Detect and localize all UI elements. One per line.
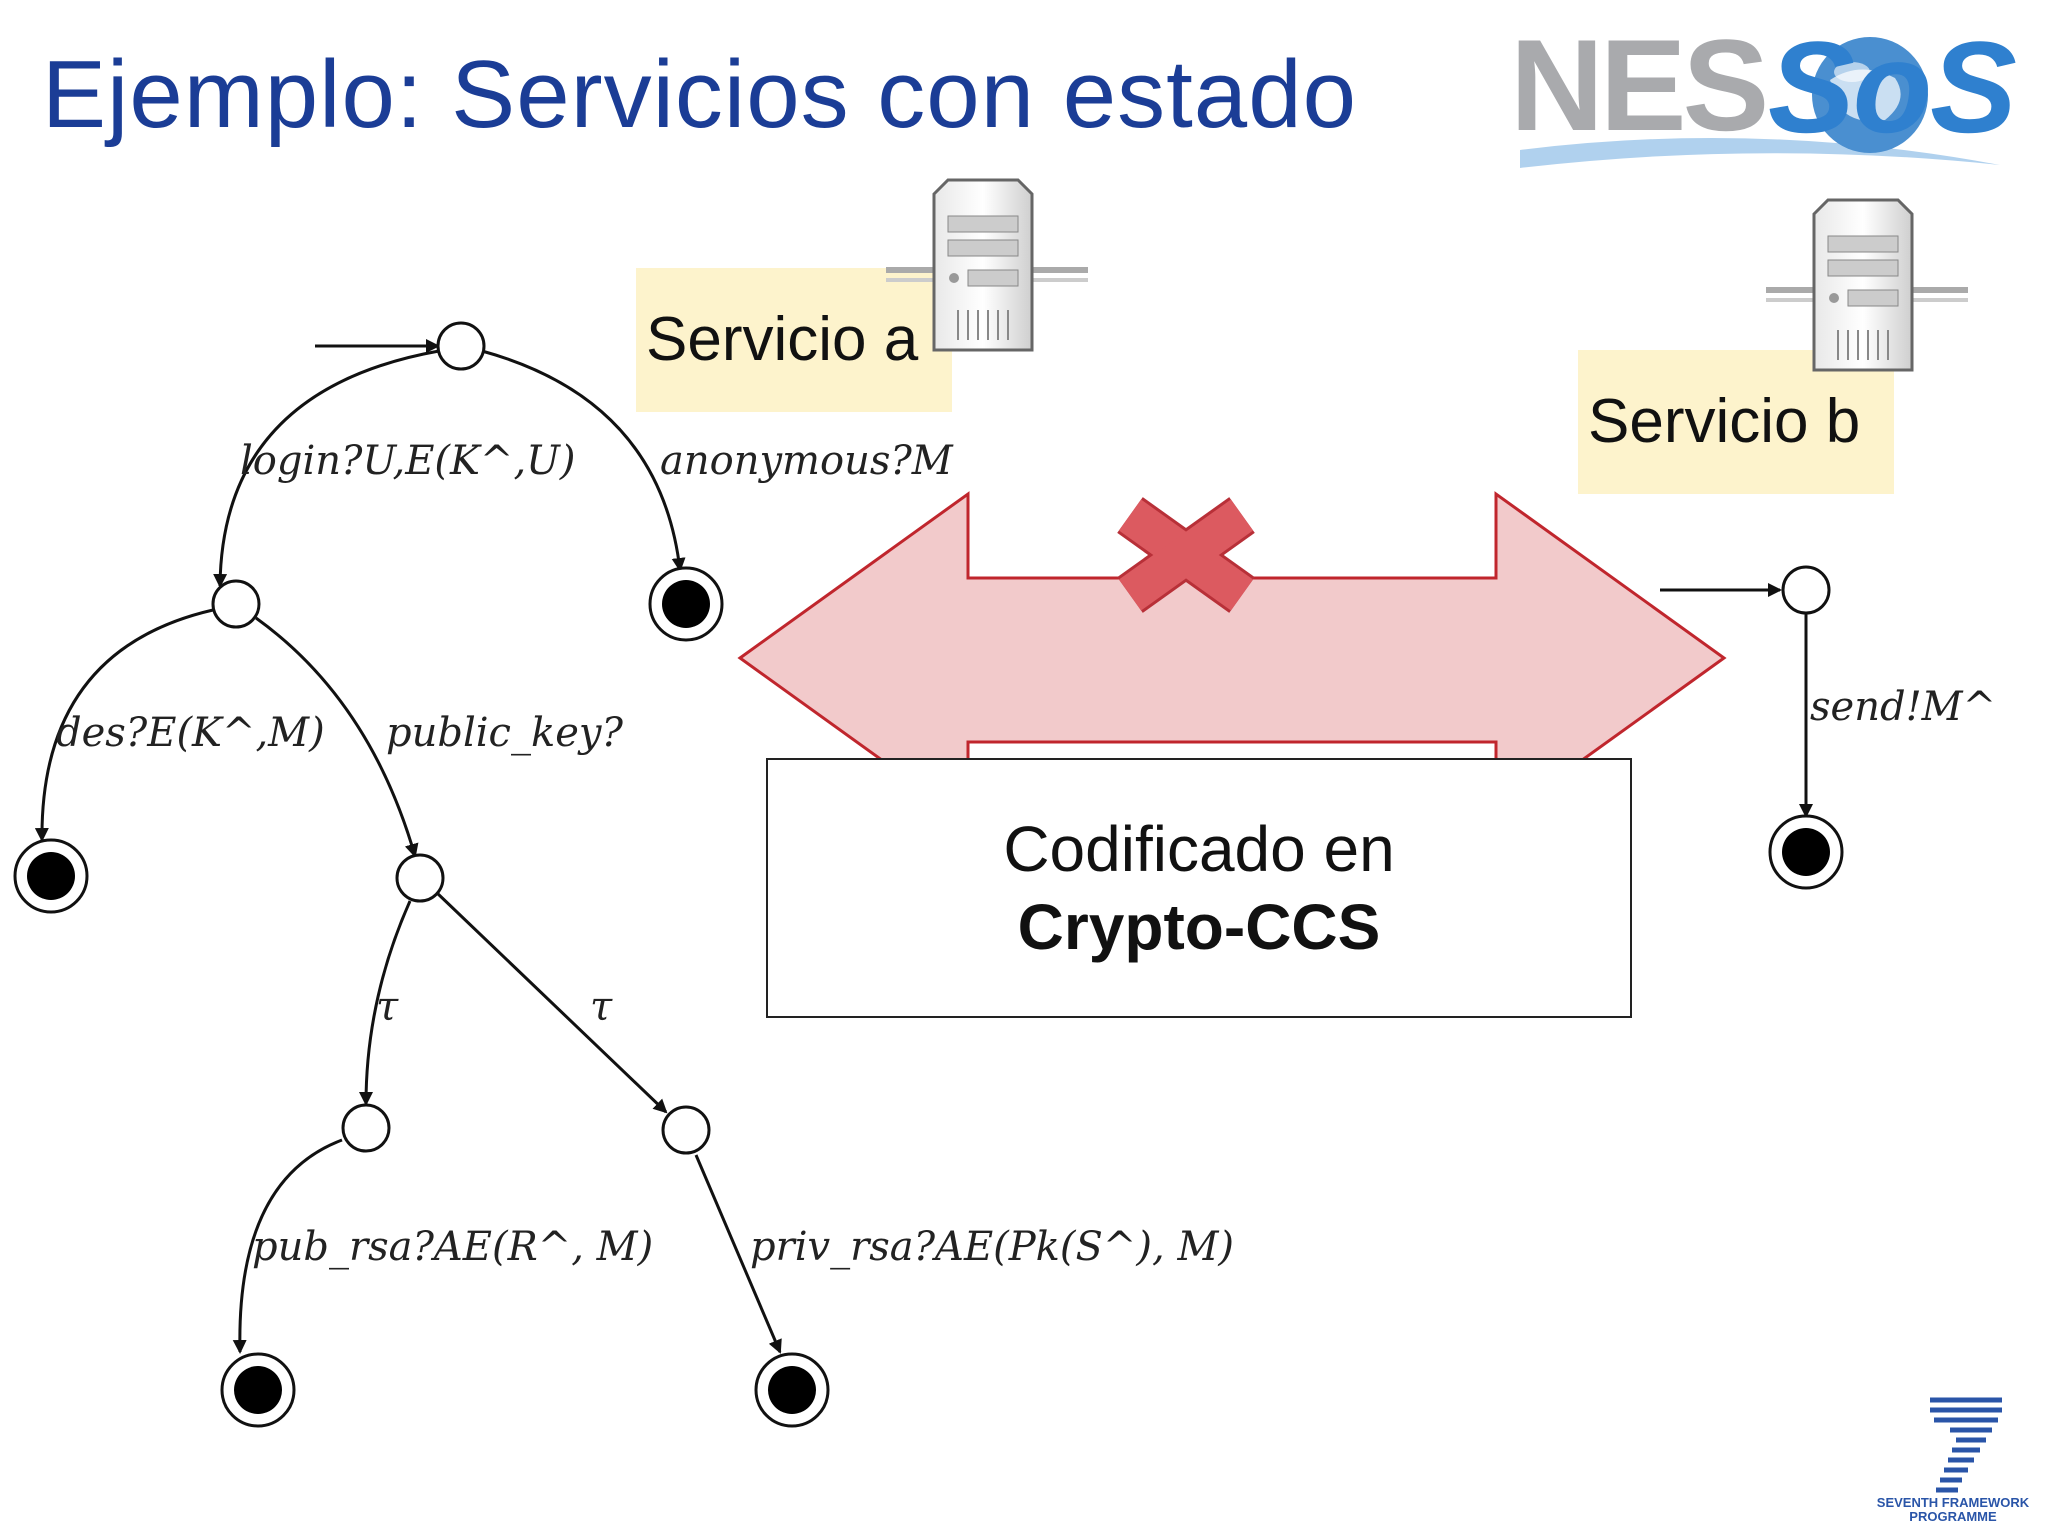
server-icon [886,178,1088,352]
fp7-logo-text: SEVENTH FRAMEWORK PROGRAMME [1868,1496,2038,1524]
state-tau-right [661,1105,711,1155]
service-a-text: Servicio a [646,305,919,374]
final-state-anonymous [648,566,724,642]
edge-tau-left [359,900,412,1106]
edge-tau-right [434,890,668,1114]
fp7-logo [1930,1397,2002,1493]
label-tau-right: τ [590,984,613,1030]
label-anonymous: anonymous?M [660,438,954,484]
codification-line1: Codificado en [1003,813,1395,885]
final-state-send [1768,814,1844,890]
label-pub-rsa: pub_rsa?AE(R^, M) [252,1224,653,1270]
edge-pub-rsa [232,1138,343,1354]
state-after-login [211,579,261,629]
label-tau-left: τ [376,984,399,1030]
cross-icon [1117,497,1255,613]
label-priv-rsa: priv_rsa?AE(Pk(S^), M) [750,1224,1234,1270]
state-initial [436,321,486,371]
logo-swoosh [1520,37,2000,168]
state-initial-b [1781,565,1831,615]
edge-des [34,608,214,842]
codification-line2: Crypto-CCS [1017,891,1381,963]
edge-public-key [255,616,419,858]
fp7-line2: PROGRAMME [1909,1509,1997,1524]
label-send: send!M^ [1810,684,1996,730]
final-state-priv-rsa [754,1352,830,1428]
service-b-label: Servicio b [1578,350,1894,494]
codification-box: Codificado en Crypto-CCS [766,758,1632,1018]
page-title: Ejemplo: Servicios con estado [42,41,1357,148]
label-public-key: public_key? [386,710,623,756]
fp7-line1: SEVENTH FRAMEWORK [1876,1495,2030,1510]
service-b-text: Servicio b [1588,387,1861,456]
label-login: login?U,E(K^,U) [240,438,575,484]
service-a-label: Servicio a [636,268,952,412]
logo-text-sos: SoS [1768,14,2017,160]
server-icon [1766,198,1968,372]
edge-login [213,349,440,588]
state-after-public-key [395,853,445,903]
state-tau-left [341,1103,391,1153]
final-state-des [13,838,89,914]
edge-anonymous [481,349,686,572]
edge-priv-rsa [694,1154,782,1354]
final-state-pub-rsa [220,1352,296,1428]
label-des: des?E(K^,M) [56,710,325,756]
logo-text-nes: NES [1510,12,1769,158]
